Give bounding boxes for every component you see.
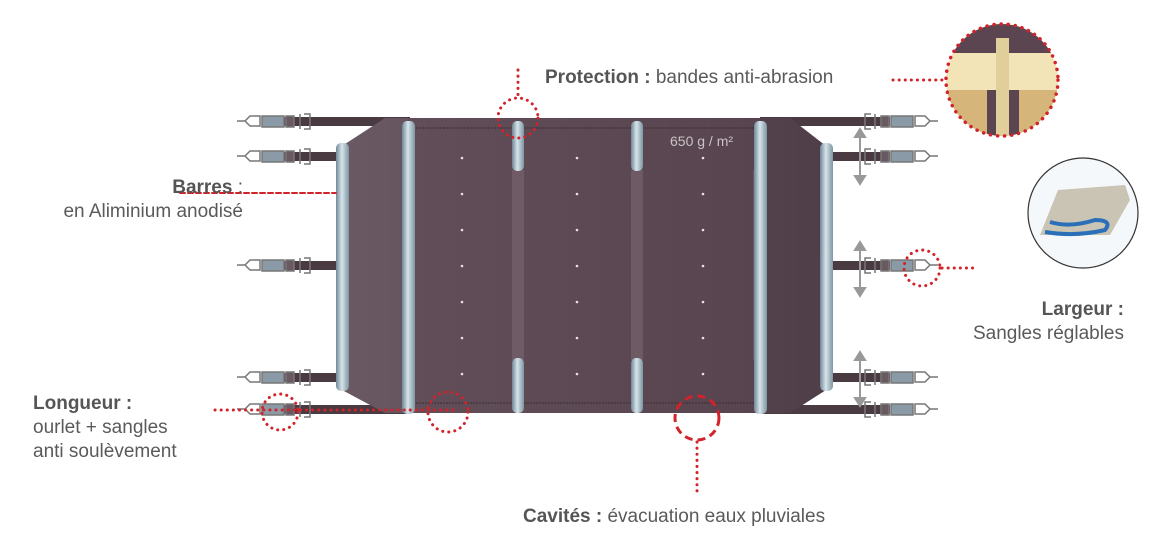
weight-label: 650 g / m² xyxy=(670,133,734,149)
label-protection-title: Protection : xyxy=(545,67,651,88)
label-protection-text: bandes anti-abrasion xyxy=(655,67,834,88)
drain-hole xyxy=(575,264,579,268)
label-longueur-line2: anti soulèvement xyxy=(33,441,177,462)
label-protection: Protection : bandes anti-abrasion xyxy=(545,66,833,90)
drain-hole xyxy=(460,192,464,196)
holes xyxy=(460,156,705,376)
drain-hole xyxy=(701,192,705,196)
label-cavites: Cavités : évacuation eaux pluviales xyxy=(523,505,825,529)
label-longueur-line1: ourlet + sangles xyxy=(33,417,168,438)
drain-hole xyxy=(701,300,705,304)
label-longueur: Longueur : ourlet + sangles anti soulève… xyxy=(33,392,177,464)
label-largeur-title: Largeur : xyxy=(1041,299,1124,320)
label-longueur-title: Longueur : xyxy=(33,393,133,414)
drain-hole xyxy=(701,264,705,268)
label-cavites-text: évacuation eaux pluviales xyxy=(607,506,826,527)
drain-hole xyxy=(575,372,579,376)
label-barres-sep: : xyxy=(232,177,243,198)
drain-hole xyxy=(460,300,464,304)
protection-detail-image xyxy=(944,22,1060,138)
label-cavites-title: Cavités : xyxy=(523,506,603,527)
drain-hole xyxy=(575,156,579,160)
drain-hole xyxy=(460,336,464,340)
drain-hole xyxy=(460,156,464,160)
callouts xyxy=(179,68,977,497)
drain-hole xyxy=(460,228,464,232)
label-barres-text: en Aliminium anodisé xyxy=(63,201,243,222)
label-largeur-text: Sangles réglables xyxy=(972,323,1124,344)
aluminium-bars xyxy=(336,121,833,414)
drain-hole xyxy=(701,336,705,340)
adjust-arrows xyxy=(853,127,867,408)
label-largeur: Largeur : Sangles réglables xyxy=(973,298,1124,346)
drain-hole xyxy=(460,264,464,268)
drain-hole xyxy=(575,300,579,304)
straps xyxy=(270,117,890,414)
label-barres-title: Barres xyxy=(172,177,233,198)
drain-hole xyxy=(701,156,705,160)
drain-hole xyxy=(701,372,705,376)
buckles xyxy=(236,113,939,418)
drain-hole xyxy=(460,372,464,376)
drain-hole xyxy=(575,336,579,340)
drain-hole xyxy=(575,228,579,232)
strap-roll-image xyxy=(1027,157,1139,269)
label-barres: Barres : en Aliminium anodisé xyxy=(63,176,243,224)
drain-hole xyxy=(701,228,705,232)
drain-hole xyxy=(575,192,579,196)
